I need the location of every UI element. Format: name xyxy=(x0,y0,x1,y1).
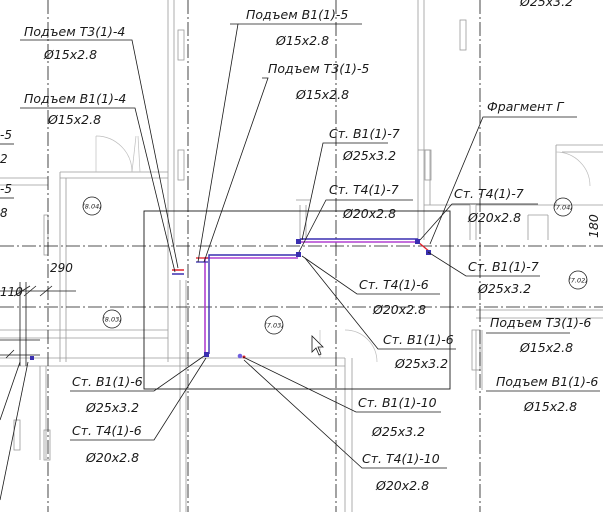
label-st-t4-6-b-size: Ø20x2.8 xyxy=(85,450,139,465)
label-st-b1-7-b-size: Ø25x3.2 xyxy=(477,281,531,296)
label-st-t4-10: Ст. Т4(1)-10 xyxy=(362,451,440,466)
label-fragment-g: Фрагмент Г xyxy=(487,99,564,114)
label-st-b1-6-a-size: Ø25x3.2 xyxy=(394,356,448,371)
room-7-02: (7.02) xyxy=(568,277,588,285)
fragment-frame xyxy=(143,210,451,390)
mouse-cursor-icon xyxy=(311,335,324,356)
label-riser-t3-5-size: Ø15x2.8 xyxy=(295,87,349,102)
label-st-b1-6-b: Ст. В1(1)-6 xyxy=(72,374,143,389)
label-st-b1-10-size: Ø25x3.2 xyxy=(371,424,425,439)
label-riser-b1-4-size: Ø15x2.8 xyxy=(47,112,101,127)
pipes xyxy=(30,238,431,360)
label-st-b1-6-b-size: Ø25x3.2 xyxy=(85,400,139,415)
room-7-04: (7.04) xyxy=(553,204,573,212)
label-st-b1-7-b: Ст. В1(1)-7 xyxy=(468,259,539,274)
dim-110: 110 xyxy=(0,285,23,299)
label-riser-b1-6-size: Ø15x2.8 xyxy=(523,399,577,414)
left-frag-3: -5 xyxy=(0,182,12,196)
room-7-03: (7.03) xyxy=(264,322,284,330)
label-st-t4-7-a: Ст. Т4(1)-7 xyxy=(329,182,399,197)
label-st-t4-6-a: Ст. Т4(1)-6 xyxy=(359,277,429,292)
leader-lines xyxy=(0,23,600,501)
label-riser-b1-4: Подъем В1(1)-4 xyxy=(24,91,126,106)
label-st-b1-7-a: Ст. В1(1)-7 xyxy=(329,126,400,141)
label-riser-t3-4-size: Ø15x2.8 xyxy=(43,47,97,62)
label-riser-b1-5: Подъем В1(1)-5 xyxy=(246,7,348,22)
label-st-b1-7-a-size: Ø25x3.2 xyxy=(342,148,396,163)
room-8-04: (8.04) xyxy=(82,203,102,211)
dim-290: 290 xyxy=(50,261,73,275)
label-riser-b1-5-size: Ø15x2.8 xyxy=(275,33,329,48)
label-st-b1-6-a: Ст. В1(1)-6 xyxy=(383,332,454,347)
room-markers: (8.04) (8.03) (7.03) (7.04) (7.02) xyxy=(82,196,588,335)
left-dimensions: 290 110 -5 2 -5 8 xyxy=(0,128,76,366)
label-riser-t3-6: Подъем Т3(1)-6 xyxy=(490,315,591,330)
left-frag-2: 2 xyxy=(0,152,8,166)
room-8-03: (8.03) xyxy=(102,316,122,324)
fragment-top-right-size: Ø25x3.2 xyxy=(519,0,573,9)
label-riser-t3-6-size: Ø15x2.8 xyxy=(519,340,573,355)
label-st-t4-7-b-size: Ø20x2.8 xyxy=(467,210,521,225)
label-st-t4-7-b: Ст. Т4(1)-7 xyxy=(454,186,524,201)
label-st-t4-6-b: Ст. Т4(1)-6 xyxy=(72,423,142,438)
label-st-t4-6-a-size: Ø20x2.8 xyxy=(372,302,426,317)
label-riser-t3-5: Подъем Т3(1)-5 xyxy=(268,61,369,76)
annotation-labels: Ø25x3.2 Подъем Т3(1)-4 Ø15x2.8 Подъем В1… xyxy=(24,0,601,493)
left-frag-4: 8 xyxy=(0,206,8,220)
label-st-t4-7-a-size: Ø20x2.8 xyxy=(342,206,396,221)
label-riser-t3-4: Подъем Т3(1)-4 xyxy=(24,24,125,39)
label-riser-b1-6: Подъем В1(1)-6 xyxy=(496,374,598,389)
left-frag-1: -5 xyxy=(0,128,12,142)
label-st-b1-10: Ст. В1(1)-10 xyxy=(358,395,437,410)
label-st-t4-10-size: Ø20x2.8 xyxy=(375,478,429,493)
dim-180: 180 xyxy=(586,214,601,238)
